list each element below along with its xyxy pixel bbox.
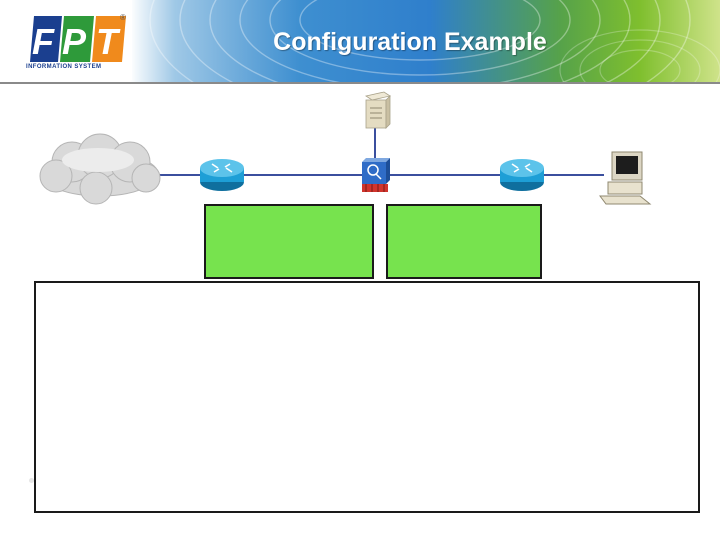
svg-text:F: F [32, 21, 55, 62]
workstation-icon [599, 151, 652, 205]
router-icon [200, 159, 244, 191]
content-panel [34, 281, 700, 513]
router-icon [500, 159, 544, 191]
callout-box-left [204, 204, 374, 279]
network-diagram [39, 91, 652, 205]
cloud-icon [39, 133, 161, 205]
callout-box-right [386, 204, 542, 279]
logo-subtitle: INFORMATION SYSTEM [26, 64, 102, 70]
svg-text:T: T [96, 21, 121, 62]
header-divider [0, 82, 720, 84]
header-contour-decoration [149, 0, 720, 82]
fpt-logo-icon: F P T [30, 16, 126, 62]
svg-text:P: P [62, 21, 87, 62]
registered-mark: ® [120, 13, 126, 22]
logo-area: F P T INFORMATION SYSTEM ® [0, 0, 132, 80]
bullet-marker [29, 478, 34, 483]
slide-title: Configuration Example [273, 28, 547, 56]
firewall-icon [362, 158, 390, 192]
server-icon [364, 91, 392, 129]
header-banner: F P T INFORMATION SYSTEM ® Configuration… [0, 0, 720, 82]
